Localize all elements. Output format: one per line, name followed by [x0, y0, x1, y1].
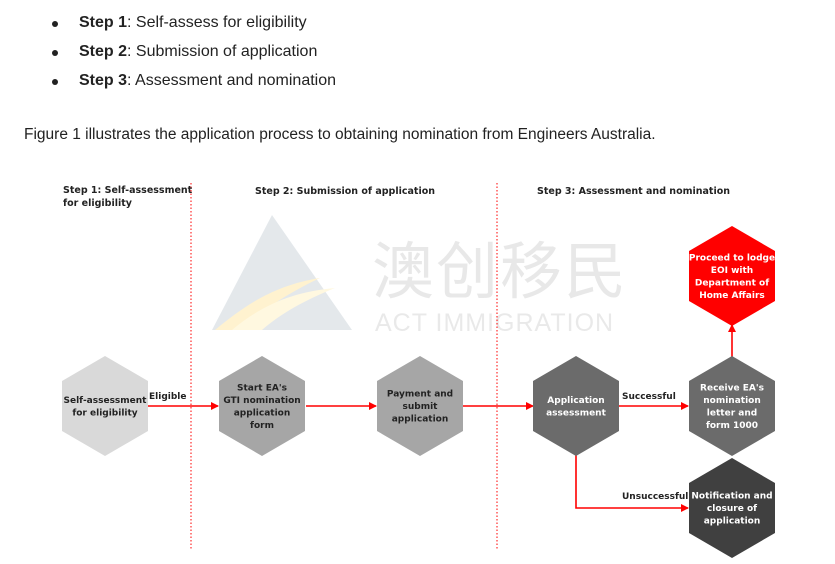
bullet-icon: [52, 21, 58, 27]
node-label: application: [234, 408, 291, 418]
node-label: Home Affairs: [699, 291, 765, 301]
edge-label-unsuccessful: Unsuccessful: [622, 492, 688, 502]
watermark-swoosh-icon: [232, 288, 335, 330]
node-label: Application: [547, 396, 604, 406]
node-label: Payment and: [387, 390, 453, 400]
column-title: Step 1: Self-assessment for eligibility: [63, 185, 196, 209]
edge-label-eligible: Eligible: [149, 392, 186, 402]
node-label: application: [704, 517, 761, 527]
watermark-cn-text: 澳创移民: [372, 235, 628, 308]
column-title: Step 2: Submission of application: [255, 186, 435, 197]
watermark-mountain-icon: [212, 215, 352, 330]
node-notification-closure: Notification and closure of application: [689, 458, 775, 558]
node-payment-submit: Payment and submit application: [377, 356, 463, 456]
node-label: submit: [403, 402, 439, 412]
step-text: : Assessment and nomination: [127, 72, 337, 89]
node-label: EOI with: [711, 266, 753, 276]
hexagon-shape: [533, 356, 619, 456]
node-label: application: [392, 415, 449, 425]
step-text: : Submission of application: [127, 43, 318, 60]
node-label: closure of: [707, 504, 757, 514]
hexagon-shape: [689, 356, 775, 456]
step-text: : Self-assess for eligibility: [127, 14, 307, 31]
node-label: form 1000: [706, 421, 758, 431]
node-label: Proceed to lodge: [689, 253, 775, 263]
hexagon-shape: [219, 356, 305, 456]
column-title: Step 3: Assessment and nomination: [537, 186, 730, 197]
node-label: form: [250, 421, 274, 431]
step-label: Step 2: [79, 43, 128, 60]
node-label: Self-assessment: [64, 396, 148, 406]
node-label: Receive EA's: [700, 383, 764, 393]
node-application-assessment: Application assessment: [533, 356, 619, 456]
node-label: Start EA's: [237, 383, 287, 393]
step-label: Step 3: [79, 72, 128, 89]
hexagon-shape: [689, 226, 775, 326]
arrow-unsuccessful: [575, 454, 689, 512]
node-self-assessment: Self-assessment for eligibility: [62, 356, 148, 456]
edge-label-successful: Successful: [622, 392, 676, 402]
node-label: GTI nomination: [223, 396, 300, 406]
hexagon-shape: [377, 356, 463, 456]
intro-paragraph: Figure 1 illustrates the application pro…: [24, 126, 656, 143]
node-label: assessment: [546, 408, 606, 418]
node-label: Notification and: [691, 492, 772, 502]
watermark-en-text: ACT IMMIGRATION: [375, 309, 614, 337]
watermark-swoosh-icon: [215, 278, 320, 330]
hexagon-shape: [62, 356, 148, 456]
node-label: letter and: [707, 408, 757, 418]
bullet-icon: [52, 50, 58, 56]
watermark-logo: 澳创移民 ACT IMMIGRATION: [212, 215, 628, 337]
node-label: Department of: [695, 278, 769, 288]
step-label: Step 1: [79, 14, 128, 31]
hexagon-shape: [689, 458, 775, 558]
bullet-icon: [52, 79, 58, 85]
node-label: for eligibility: [72, 408, 137, 418]
node-receive-nomination: Receive EA's nomination letter and form 100…: [689, 356, 775, 456]
node-label: nomination: [703, 396, 761, 406]
